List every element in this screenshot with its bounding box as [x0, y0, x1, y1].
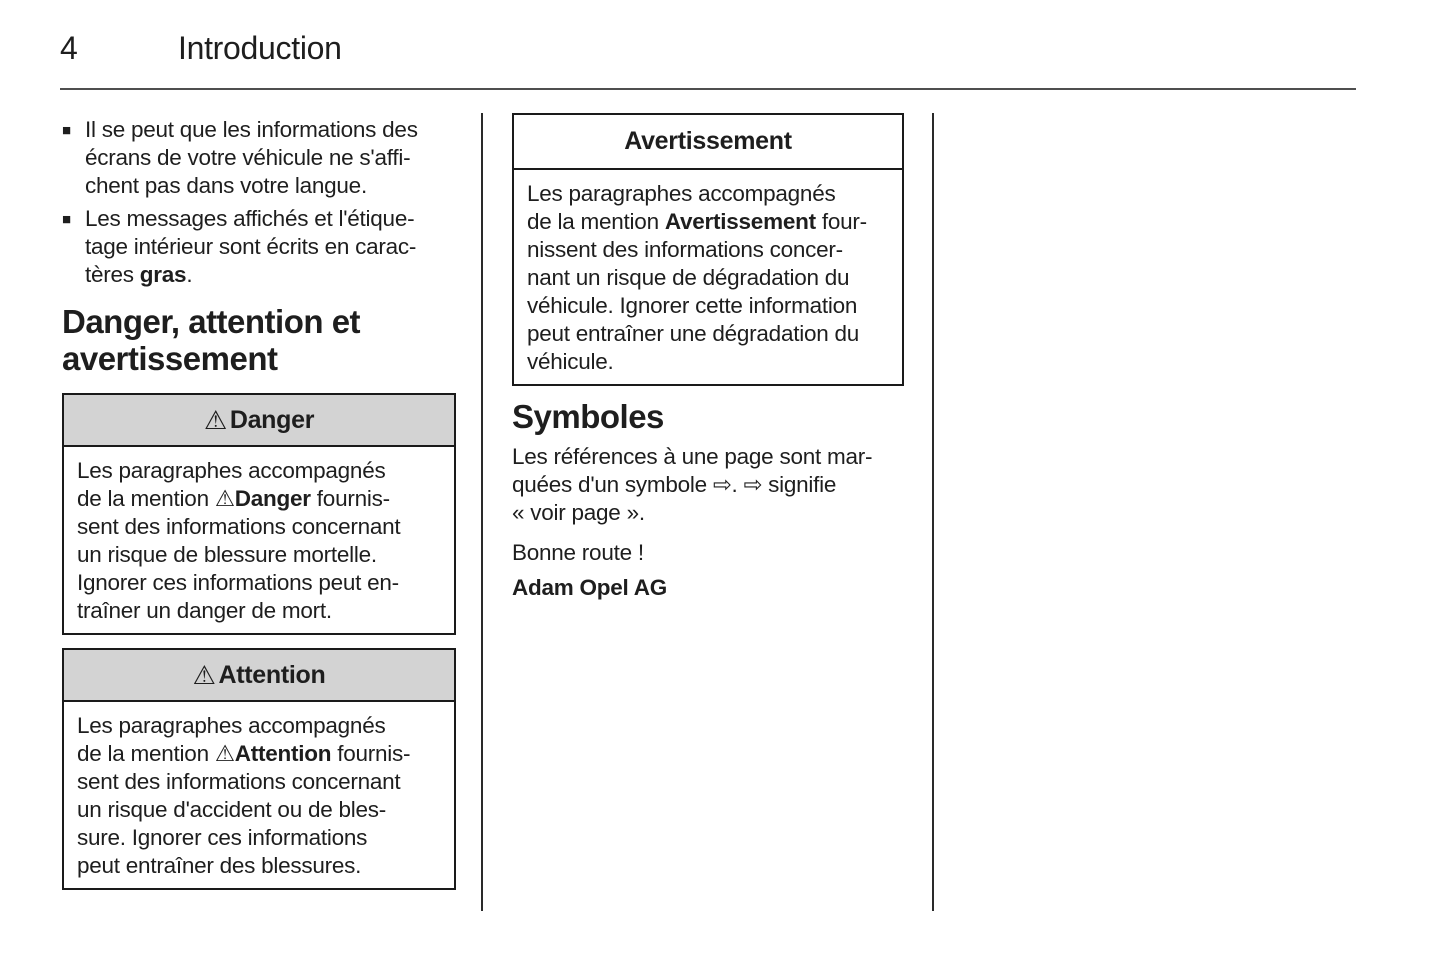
warning-triangle-icon: ⚠ — [192, 660, 216, 690]
avertissement-box-title: Avertissement — [624, 127, 792, 155]
danger-box-title: Danger — [229, 405, 315, 434]
signature-text: Adam Opel AG — [512, 575, 667, 600]
column-divider-right — [932, 113, 934, 911]
danger-box-header: ⚠ Danger — [64, 395, 454, 447]
section-heading-danger-attention: Danger, attention et avertissement — [62, 303, 361, 377]
square-bullet-icon: ■ — [62, 211, 72, 228]
symbols-paragraph: Les références à une page sont mar-quées… — [512, 444, 873, 525]
warning-triangle-icon: ⚠ — [203, 405, 227, 435]
section-heading-symbols: Symboles — [512, 398, 664, 435]
attention-box-title: Attention — [218, 660, 326, 689]
avertissement-box: Avertissement Les paragraphes accompagné… — [512, 113, 904, 386]
square-bullet-icon: ■ — [62, 122, 72, 139]
attention-box-header: ⚠ Attention — [64, 650, 454, 702]
column-divider-left — [481, 113, 483, 911]
page-number: 4 — [60, 30, 78, 66]
list-item: ■ Les messages affichés et l'étique-tage… — [62, 205, 456, 289]
closing-text: Bonne route ! — [512, 540, 644, 565]
header-rule — [60, 88, 1356, 90]
page-title: Introduction — [178, 30, 342, 66]
avertissement-box-header: Avertissement — [514, 115, 902, 170]
bullet-text: Les messages affichés et l'étique-tage i… — [85, 206, 417, 287]
column-middle: Avertissement Les paragraphes accompagné… — [512, 113, 904, 602]
